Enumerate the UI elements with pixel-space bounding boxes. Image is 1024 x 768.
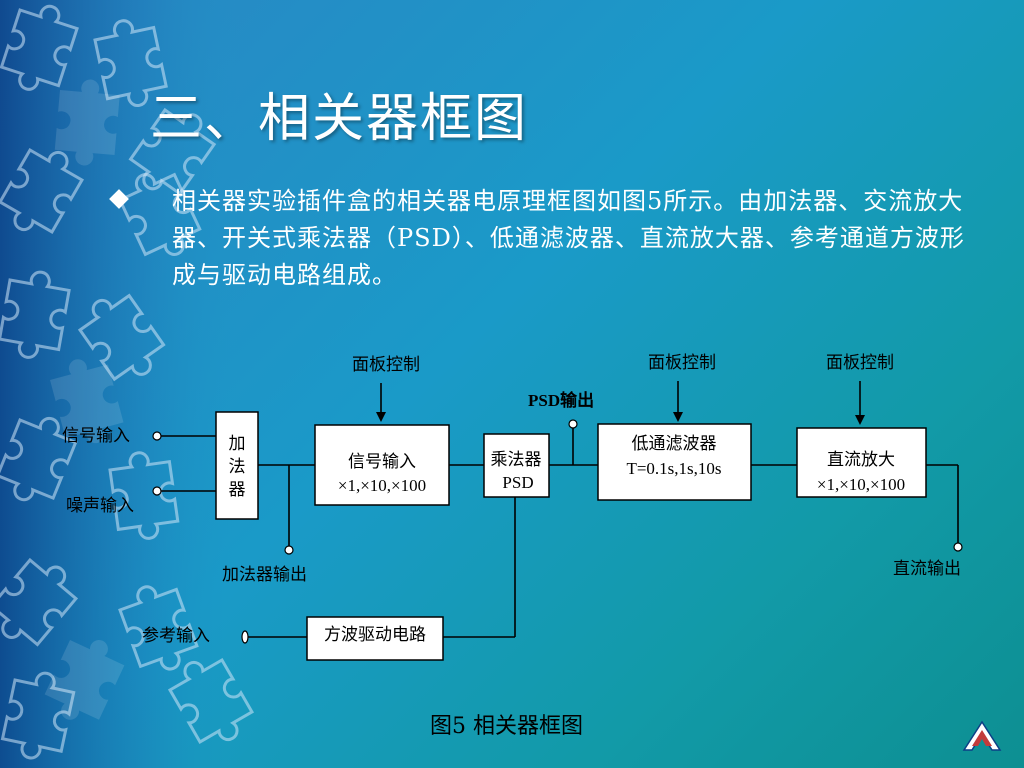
amp-label-line-1: 信号输入 xyxy=(348,452,416,471)
noise-input-terminal[interactable] xyxy=(152,486,162,496)
adder-output-terminal[interactable] xyxy=(284,545,294,555)
psd-output-label: PSD输出 xyxy=(528,390,594,410)
dc-output-terminal[interactable] xyxy=(953,542,963,552)
amp-label-line-2: ×1,×10,×100 xyxy=(338,476,426,495)
psd-output-terminal[interactable] xyxy=(568,419,578,429)
nav-arrow-icon xyxy=(962,720,1002,751)
panel-control-label-3: 面板控制 xyxy=(826,353,894,373)
ac-amplifier-block xyxy=(314,424,450,506)
page-title: 三、相关器框图 xyxy=(150,89,529,149)
dc-output-label: 直流输出 xyxy=(893,559,961,579)
panel-control-arrows xyxy=(376,381,865,425)
signal-input-label: 信号输入 xyxy=(62,426,130,446)
lpf-label-line-1: 低通滤波器 xyxy=(632,434,717,453)
multiplier-label-line-2: PSD xyxy=(502,473,533,492)
dc-amp-label-line-1: 直流放大 xyxy=(827,450,895,469)
reference-input-label: 参考输入 xyxy=(142,626,210,646)
multiplier-psd-block xyxy=(483,433,550,498)
square-wave-driver-block xyxy=(306,616,444,661)
multiplier-label-line-1: 乘法器 xyxy=(491,450,542,469)
dc-amp-label-line-2: ×1,×10,×100 xyxy=(817,475,905,494)
square-wave-label: 方波驱动电路 xyxy=(324,625,426,644)
low-pass-filter-block xyxy=(597,423,752,501)
adder-char-2: 法 xyxy=(229,457,246,476)
adder-char-3: 器 xyxy=(229,480,246,499)
noise-input-label: 噪声输入 xyxy=(66,496,134,516)
signal-input-terminal[interactable] xyxy=(152,431,162,441)
lpf-label-line-2: T=0.1s,1s,10s xyxy=(626,459,721,478)
figure-caption: 图5 相关器框图 xyxy=(430,714,583,739)
reference-input-terminal[interactable] xyxy=(241,630,249,644)
adder-output-label: 加法器输出 xyxy=(222,565,307,585)
dc-amplifier-block xyxy=(796,427,927,498)
adder-char-1: 加 xyxy=(229,434,246,453)
bullet-paragraph: 相关器实验插件盒的相关器电原理框图如图5所示。由加法器、交流放大器、开关式乘法器… xyxy=(172,187,965,289)
panel-control-label-1: 面板控制 xyxy=(352,355,420,375)
next-slide-button[interactable] xyxy=(962,720,1002,752)
panel-control-label-2: 面板控制 xyxy=(648,353,716,373)
